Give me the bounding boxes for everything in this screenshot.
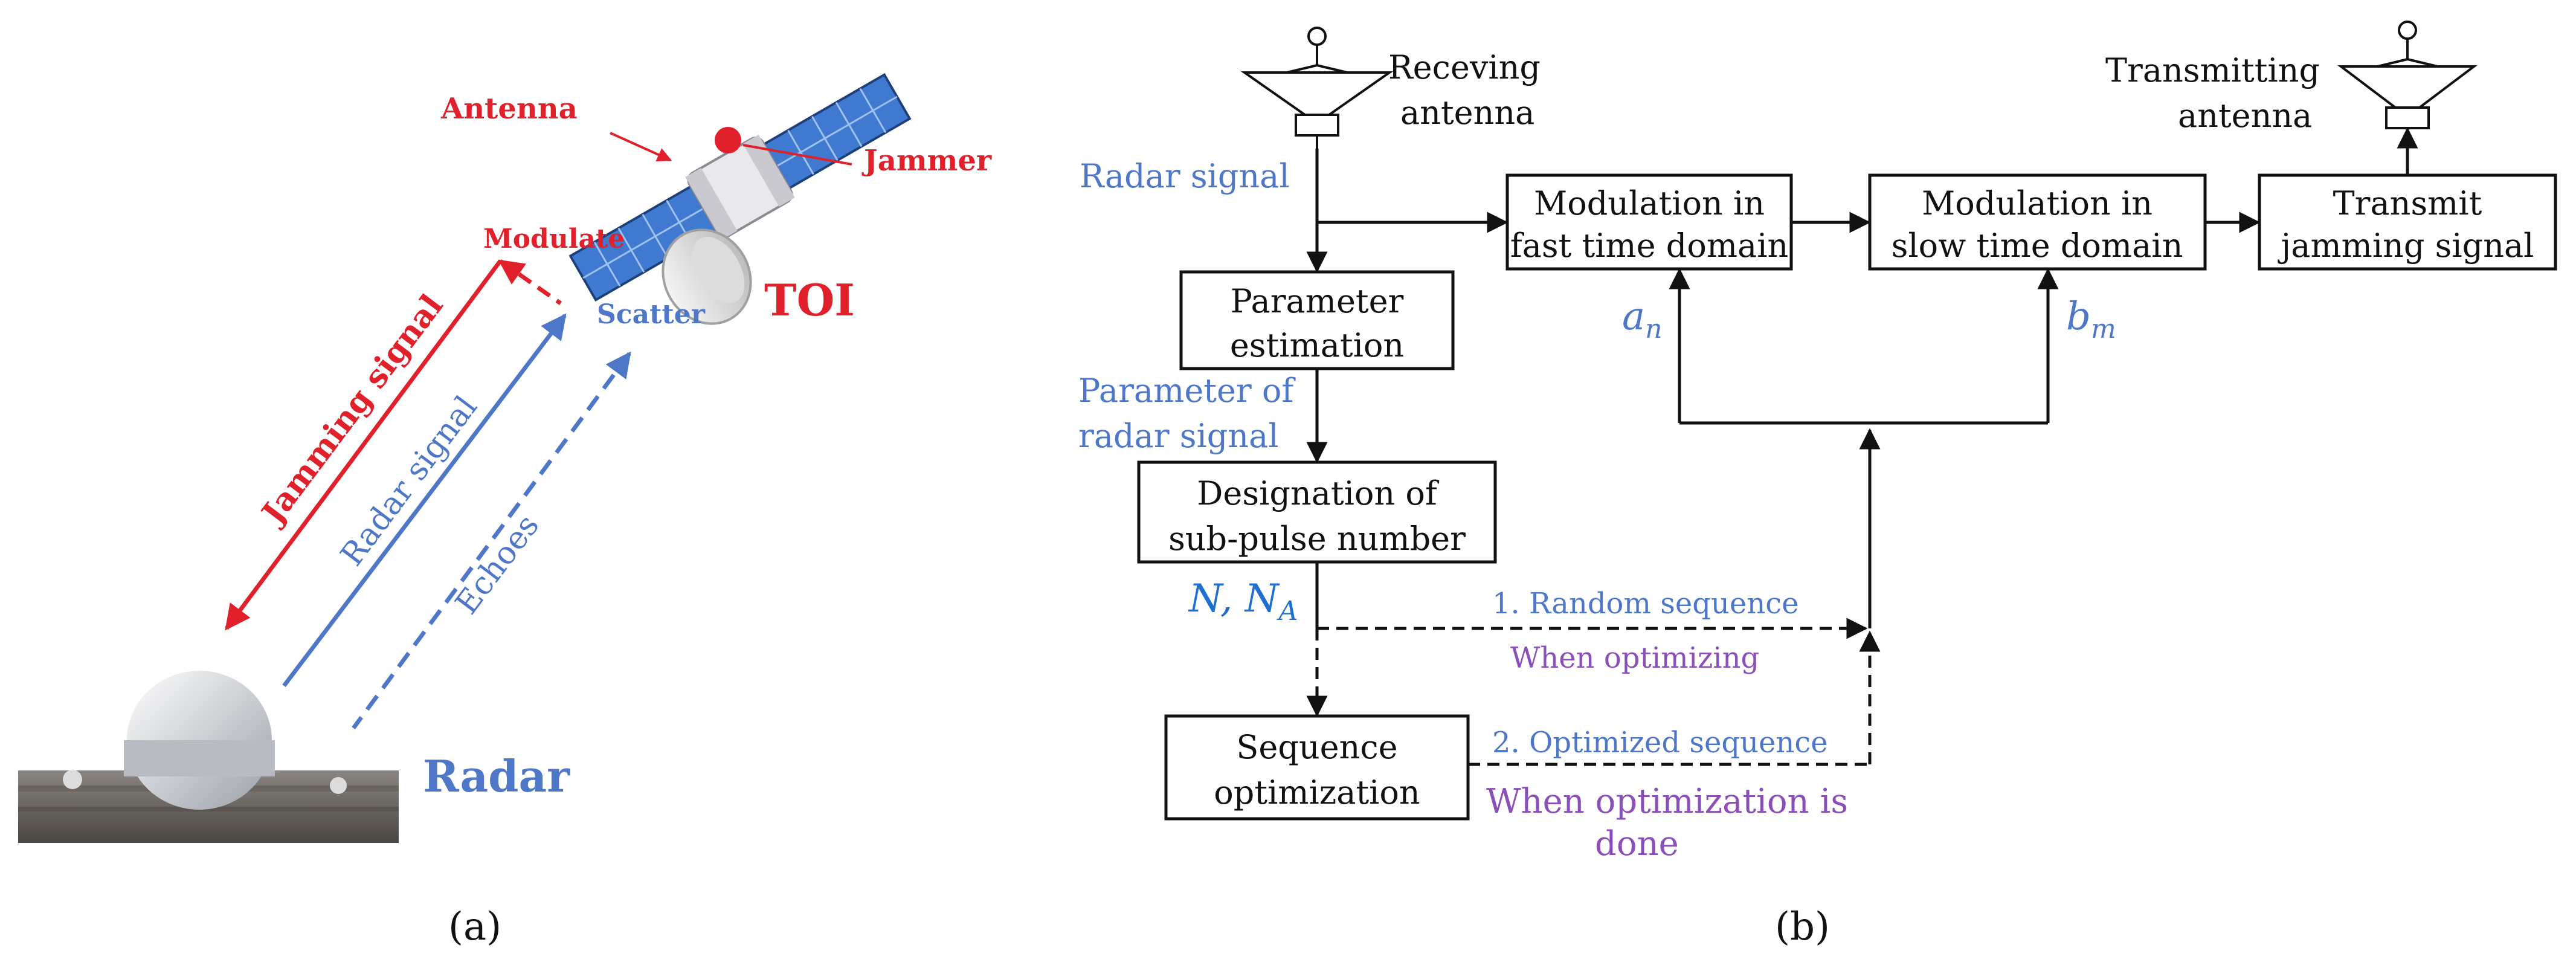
receiving-antenna-label-line-1: Receving [1388, 48, 1541, 86]
modulation-slow-box [1868, 173, 2207, 271]
optimized-sequence-label: 2. Optimized sequence [1492, 726, 1828, 760]
sequence-optimization-box [1164, 714, 1470, 821]
parameter-estimation-label-line-2: estimation [1230, 326, 1404, 364]
modulation-slow-label-line-1: Modulation in [1922, 184, 2153, 222]
parameter-estimation-label-line-1: Parameter [1231, 282, 1404, 320]
symbol-a-n: an [1622, 294, 1663, 344]
parameter-of-radar-signal-label-line-2: radar signal [1078, 417, 1279, 455]
modulate-link [498, 259, 562, 305]
echoes-arrow [352, 351, 631, 730]
scatter-label: Scatter [597, 299, 706, 330]
transmit-box [2258, 173, 2557, 271]
parameter-estimation-box [1179, 270, 1455, 370]
parameter-of-radar-signal-label-line-1: Parameter of [1078, 372, 1296, 410]
when-optimization-done-label-line-1: When optimization is [1486, 782, 1848, 821]
sequence-optimization-label-line-1: Sequence [1236, 728, 1397, 766]
radar-signal-label-b: Radar signal [1080, 157, 1290, 195]
modulation-slow-label-line-2: slow time domain [1892, 227, 2183, 265]
transmit-label-line-1: Transmit [2333, 184, 2482, 222]
designation-box [1137, 460, 1497, 564]
solid-connectors [1306, 127, 2418, 628]
when-optimization-done-label-line-2: done [1595, 824, 1679, 863]
jammer-label: Jammer [861, 144, 992, 178]
jammer-dot [715, 127, 741, 153]
symbol-b-m: bm [2066, 294, 2116, 344]
when-optimizing-label: When optimizing [1510, 641, 1759, 675]
transmitting-antenna-label-line-2: antenna [2178, 97, 2312, 135]
jamming-signal-label: Jamming signal [253, 288, 450, 532]
caption-a: (a) [448, 905, 501, 949]
designation-label-line-2: sub-pulse number [1168, 520, 1466, 558]
designation-label-line-1: Designation of [1197, 474, 1440, 512]
solar-panel-left [568, 184, 718, 302]
dashed-connectors [1306, 618, 1881, 766]
radar-station-icon [18, 671, 399, 843]
transmitting-antenna-icon [2337, 21, 2478, 129]
radar-label: Radar [423, 750, 570, 802]
symbol-n-na: N, NA [1188, 576, 1298, 627]
jammer-pointer [742, 144, 852, 166]
satellite-dish-icon [662, 228, 752, 325]
toi-label: TOI [764, 274, 855, 326]
modulate-label: Modulate [483, 224, 625, 254]
receiving-antenna-icon [1240, 27, 1394, 149]
echoes-label: Echoes [448, 508, 546, 621]
panel-a: Antenna Jammer TOI Modulate Scatter Jamm… [18, 73, 992, 949]
receiving-antenna-label-line-2: antenna [1400, 94, 1534, 132]
radar-signal-arrow [282, 313, 567, 688]
sequence-optimization-label-line-2: optimization [1214, 773, 1420, 812]
antenna-pointer [610, 132, 672, 162]
antenna-label: Antenna [440, 92, 578, 126]
transmit-label-line-2: jamming signal [2278, 227, 2534, 265]
modulation-fast-label-line-2: fast time domain [1510, 227, 1789, 265]
caption-b: (b) [1775, 905, 1830, 949]
panel-b: Receving antenna Radar signal Transmitti… [1078, 21, 2557, 949]
random-sequence-label: 1. Random sequence [1492, 587, 1799, 621]
transmitting-antenna-label-line-1: Transmitting [2105, 51, 2320, 89]
modulation-fast-box [1505, 173, 1793, 271]
modulation-fast-label-line-1: Modulation in [1534, 184, 1765, 222]
jamming-signal-arrow [225, 259, 502, 631]
